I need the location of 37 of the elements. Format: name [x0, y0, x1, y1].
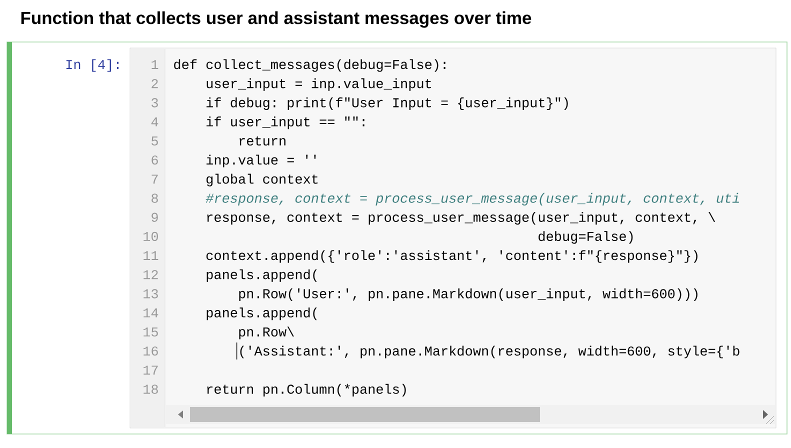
code-line: panels.append( — [206, 308, 317, 320]
line-number: 4 — [151, 117, 158, 126]
line-number: 6 — [152, 155, 158, 165]
code-line: panels.append( — [206, 269, 317, 282]
line-number: 2 — [152, 79, 158, 88]
line-number: 16 — [144, 346, 158, 356]
code-line: return pn.Column(*panels) — [207, 384, 406, 396]
line-number: 5 — [152, 136, 158, 146]
title: Function that collects user and assistant messages over time — [21, 11, 532, 28]
code-line: def collect_messages(debug=False): — [174, 59, 446, 72]
cell-prompt: In [4]: — [66, 59, 118, 72]
line-number: 9 — [152, 212, 158, 222]
line-number: 7 — [152, 174, 158, 184]
line-number: 1 — [152, 60, 158, 69]
line-number: 13 — [144, 289, 158, 298]
code-line: global context — [206, 174, 318, 186]
code-line: response, context = process_user_message(user_input, context, \ — [207, 212, 716, 225]
code-line: if user_input == "": — [206, 116, 364, 130]
line-number: 15 — [144, 328, 158, 337]
code-line: pn.Row('User:', pn.pane.Markdown(user_input, width=600))) — [239, 288, 698, 301]
line-number: 11 — [144, 251, 158, 260]
line-number: 8 — [152, 194, 158, 203]
line-number: 12 — [144, 270, 158, 280]
code-line: inp.value = '' — [206, 154, 316, 168]
line-number: 18 — [144, 384, 158, 394]
code-line: ('Assistant:', pn.pane.Markdown(response, width=600, style={'b — [240, 346, 740, 358]
code-line: user_input = inp.value_input — [206, 78, 432, 91]
code-line: debug=False) — [538, 231, 633, 244]
line-number: 14 — [144, 308, 158, 318]
code-line: if debug: print(f"User Input = {user_input}") — [206, 97, 568, 110]
code-line: return — [240, 136, 286, 146]
line-number: 3 — [152, 98, 158, 108]
line-number: 17 — [144, 366, 158, 375]
code-line: #response, context = process_user_message(user_input, context, uti — [206, 192, 740, 206]
code-line: pn.Row\ — [239, 326, 294, 340]
line-number: 10 — [144, 232, 158, 242]
code-line: context.append({'role':'assistant', 'content':f"{response}"}) — [206, 250, 698, 263]
